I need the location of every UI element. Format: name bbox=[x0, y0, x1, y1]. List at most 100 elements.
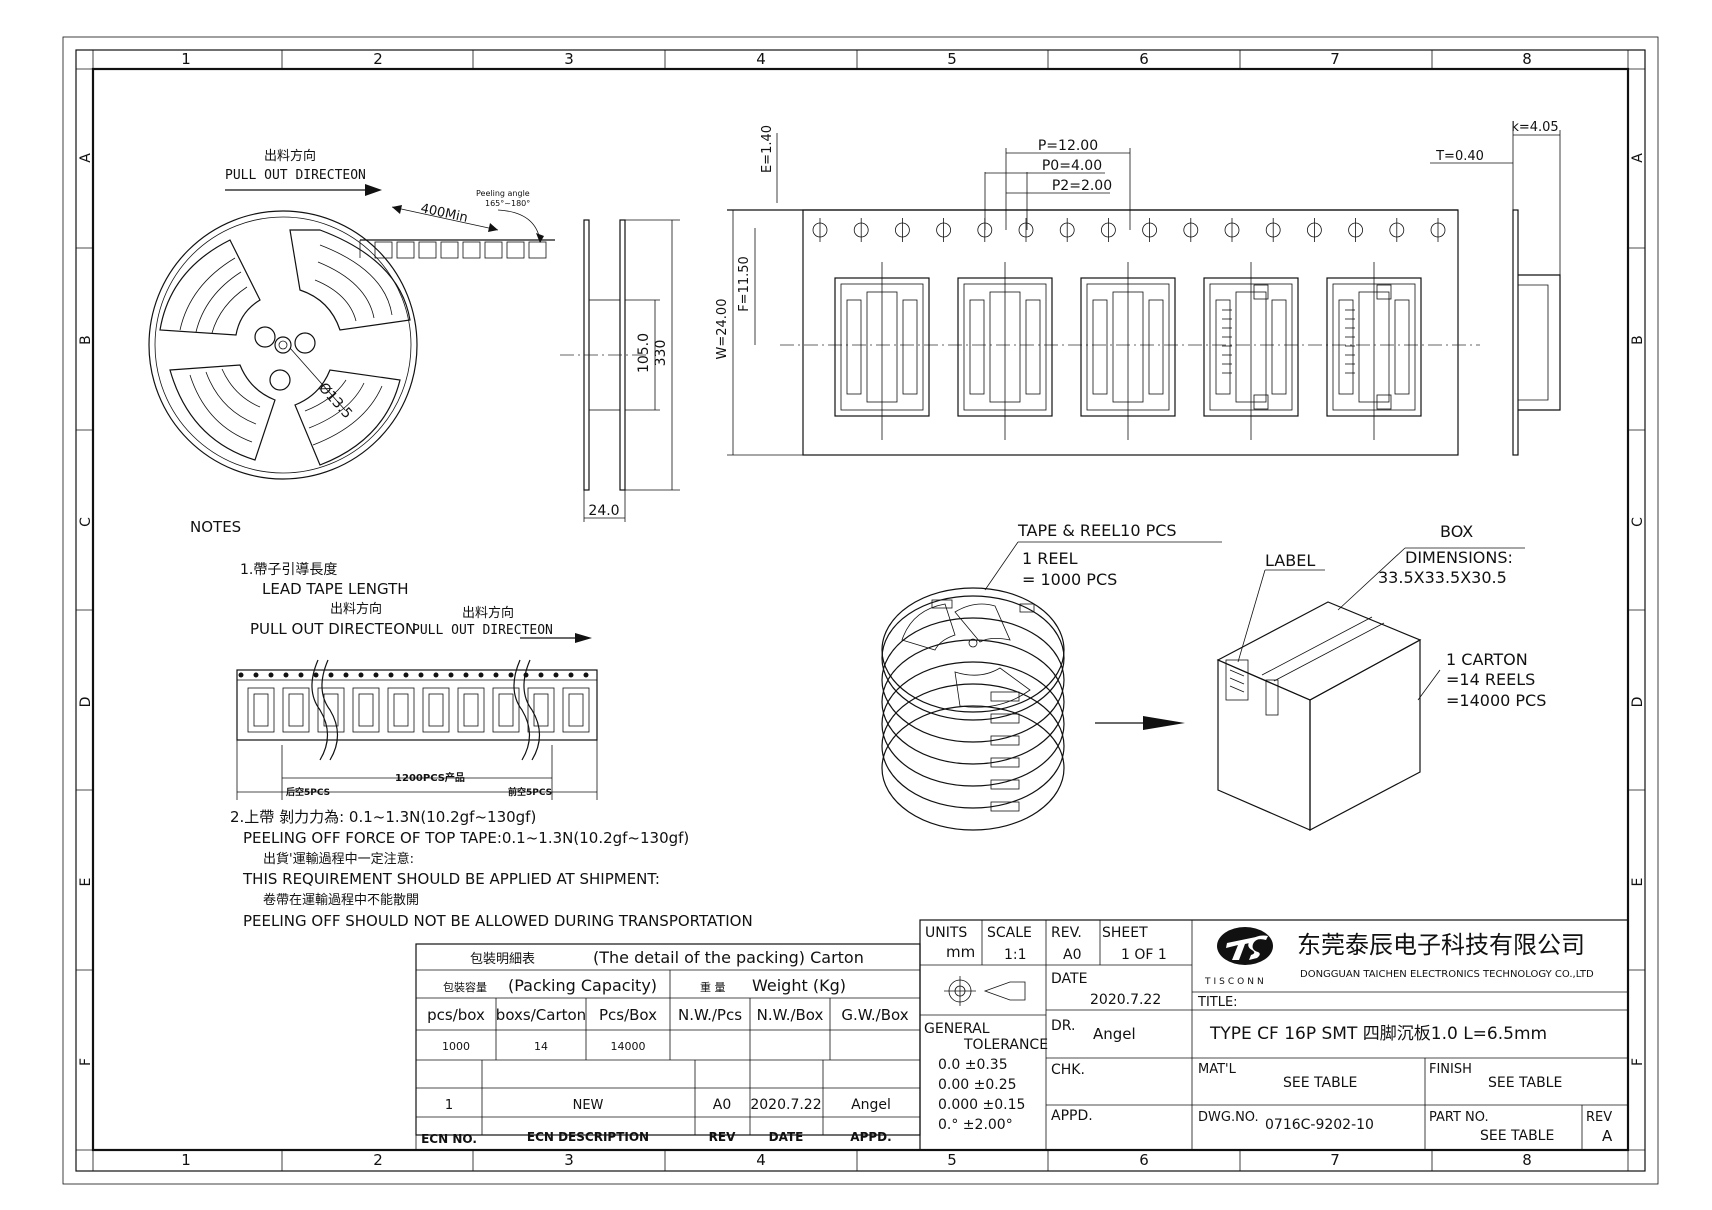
pocket-feature bbox=[1253, 284, 1269, 300]
col-label-bottom-1: 1 bbox=[181, 1151, 191, 1169]
packing-illustration: TAPE & REEL10 PCS 1 REEL = 1000 PCS BOX … bbox=[881, 521, 1546, 831]
material-label: MAT'L bbox=[1198, 1062, 1237, 1077]
strip-pocket bbox=[247, 687, 275, 733]
ecn-header-appd: APPD. bbox=[850, 1130, 891, 1144]
col-label-bottom-7: 7 bbox=[1330, 1151, 1340, 1169]
strip-pocket bbox=[387, 687, 415, 733]
stacked-reel bbox=[881, 595, 1065, 721]
finish-value: SEE TABLE bbox=[1488, 1075, 1562, 1091]
note-3-en: THIS REQUIREMENT SHOULD BE APPLIED AT SH… bbox=[242, 870, 660, 888]
outer-diameter-label: 330 bbox=[653, 340, 669, 367]
strip-sprocket bbox=[313, 672, 319, 678]
strip-pocket-inner bbox=[253, 693, 269, 727]
tape-reel-label: TAPE & REEL10 PCS bbox=[1017, 521, 1177, 540]
strip-direction-cn-2: 出料方向 bbox=[462, 605, 514, 621]
pocket-slot bbox=[1394, 299, 1410, 395]
strip-pocket-inner bbox=[288, 693, 304, 727]
reel-tab bbox=[931, 599, 953, 609]
notes-title: NOTES bbox=[190, 518, 241, 536]
dim-F: F=11.50 bbox=[737, 256, 752, 312]
col-label-6: 6 bbox=[1139, 50, 1149, 68]
reel-hub bbox=[968, 638, 978, 648]
ecn-header-no: ECN NO. bbox=[421, 1132, 477, 1146]
row-label-F: F bbox=[78, 1058, 94, 1066]
rev-column-value: A bbox=[1602, 1127, 1613, 1145]
strip-sprocket bbox=[328, 672, 334, 678]
carrier-tape-view: E=1.40 F=11.50 W=24.00 P=12.00 P0=4.00 P… bbox=[715, 125, 1480, 456]
pocket-slot bbox=[1025, 299, 1041, 395]
pocket-slot bbox=[1215, 299, 1231, 395]
row-label-right-D: D bbox=[1630, 697, 1646, 708]
strip-pocket-inner bbox=[463, 693, 479, 727]
stacked-reel bbox=[881, 683, 1065, 809]
packing-value-boxs-carton: 14 bbox=[534, 1040, 548, 1053]
strip-sprocket bbox=[238, 672, 244, 678]
part-no-label: PART NO. bbox=[1429, 1110, 1489, 1125]
strip-sprocket bbox=[298, 672, 304, 678]
reel-window bbox=[954, 603, 1011, 643]
reel-front-view: 出料方向 PULL OUT DIRECTEON Ø13.5 bbox=[148, 148, 555, 480]
row-label-right-C: C bbox=[1630, 517, 1646, 527]
top-reel bbox=[881, 587, 1065, 713]
carton-line-3: =14000 PCS bbox=[1446, 691, 1546, 710]
stacked-reel bbox=[881, 617, 1065, 743]
hub-width-label: 105.0 bbox=[636, 333, 652, 373]
ecn-appd-value: Angel bbox=[851, 1097, 891, 1113]
capacity-cn: 包裝容量 bbox=[443, 980, 487, 994]
rev-column-label: REV bbox=[1586, 1110, 1612, 1125]
carton-line-1: 1 CARTON bbox=[1446, 650, 1528, 669]
stacked-reel bbox=[881, 639, 1065, 765]
packing-arrow bbox=[1143, 716, 1185, 730]
col-label-5: 5 bbox=[947, 50, 957, 68]
strip-pocket bbox=[282, 687, 310, 733]
carton-line-2: =14 REELS bbox=[1446, 670, 1535, 689]
projection-symbol-icon bbox=[944, 976, 1026, 1006]
reel-window bbox=[901, 603, 956, 651]
finish-label: FINISH bbox=[1429, 1062, 1472, 1077]
strip-sprocket bbox=[508, 672, 514, 678]
strip-total-label: 1200PCS产品 bbox=[395, 771, 465, 784]
row-label-right-B: B bbox=[1630, 335, 1646, 345]
dim-T: T=0.40 bbox=[1435, 149, 1484, 164]
dwg-no-value: 0716C-9202-10 bbox=[1265, 1117, 1374, 1133]
box-label: BOX bbox=[1440, 522, 1473, 541]
tolerance-label: TOLERANCE bbox=[963, 1037, 1048, 1053]
reel-label bbox=[990, 691, 1020, 702]
dimensions-title: DIMENSIONS: bbox=[1405, 548, 1513, 567]
note-1-en: LEAD TAPE LENGTH bbox=[262, 580, 409, 598]
col-label-bottom-2: 2 bbox=[373, 1151, 383, 1169]
strip-pocket-inner bbox=[323, 693, 339, 727]
tolerance-row-1: 0.0 ±0.35 bbox=[938, 1057, 1008, 1073]
reel-side-view: 105.0 330 24.0 bbox=[560, 219, 680, 522]
strip-pocket-inner bbox=[428, 693, 444, 727]
units-value: mm bbox=[946, 943, 975, 961]
col-label-3: 3 bbox=[564, 50, 574, 68]
weight-cn: 重 量 bbox=[700, 980, 726, 994]
strip-sprocket bbox=[388, 672, 394, 678]
note-4-cn: 卷帶在運輸過程中不能散開 bbox=[263, 892, 419, 908]
date-value: 2020.7.22 bbox=[1090, 992, 1161, 1008]
strip-sprocket bbox=[358, 672, 364, 678]
note-3-cn: 出貨'運輸過程中一定注意: bbox=[263, 851, 414, 867]
col-label-bottom-8: 8 bbox=[1522, 1151, 1532, 1169]
strip-sprocket bbox=[283, 672, 289, 678]
row-label-right-E: E bbox=[1630, 878, 1646, 887]
tolerance-row-2: 0.00 ±0.25 bbox=[938, 1077, 1017, 1093]
ecn-rev-value: A0 bbox=[713, 1097, 731, 1113]
peeling-angle-label: Peeling angle bbox=[476, 189, 530, 198]
strip-direction-cn-1: 出料方向 bbox=[330, 601, 382, 617]
strip-sprocket bbox=[568, 672, 574, 678]
part-no-value: SEE TABLE bbox=[1480, 1128, 1554, 1144]
title-label: TITLE: bbox=[1197, 995, 1238, 1010]
company-logo-icon bbox=[1217, 927, 1273, 965]
scale-label: SCALE bbox=[987, 925, 1032, 941]
strip-pocket-inner bbox=[568, 693, 584, 727]
strip-sprocket bbox=[253, 672, 259, 678]
row-label-A: A bbox=[78, 153, 94, 163]
strip-sprocket bbox=[583, 672, 589, 678]
units-label: UNITS bbox=[925, 925, 967, 941]
pocket-feature bbox=[1376, 284, 1392, 300]
drawing-title: TYPE CF 16P SMT 四脚沉板1.0 L=6.5mm bbox=[1209, 1024, 1547, 1044]
col-label-bottom-6: 6 bbox=[1139, 1151, 1149, 1169]
